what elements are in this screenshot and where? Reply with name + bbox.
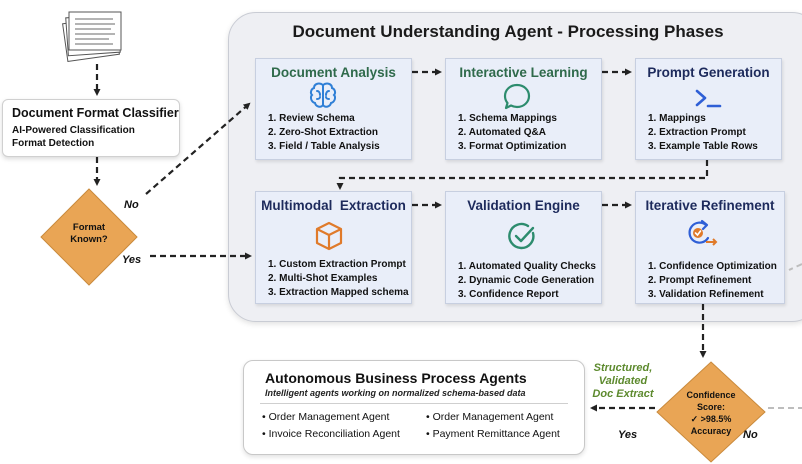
- list-item: 1. Schema Mappings: [458, 113, 557, 124]
- phase-items: 1. Confidence Optimization 2. Prompt Ref…: [648, 260, 777, 302]
- list-item: 3. Example Table Rows: [648, 141, 758, 152]
- list-item: 2. Automated Q&A: [458, 127, 546, 138]
- confidence-yes-label: Yes: [618, 429, 638, 441]
- phase-title: Multimodal Extraction: [261, 198, 406, 213]
- phase-items: 1. Mappings 2. Extraction Prompt 3. Exam…: [648, 112, 758, 154]
- phase-card-prompt-generation: Prompt Generation 1. Mappings 2. Extract…: [635, 58, 782, 160]
- list-item: 1. Custom Extraction Prompt: [268, 259, 406, 270]
- structured-line-3: Doc Extract: [592, 388, 654, 400]
- decision-line-2: Known?: [70, 234, 108, 245]
- phase-card-validation-engine: Validation Engine 1. Automated Quality C…: [445, 191, 602, 304]
- terminal-prompt-icon: [695, 89, 722, 108]
- list-item: • Order Management Agent: [426, 411, 554, 423]
- no-label: No: [124, 199, 139, 211]
- brain-icon: [309, 82, 337, 108]
- phase-card-document-analysis: Document Analysis 1. Review Schema 2. Ze…: [255, 58, 412, 160]
- list-item: 2. Zero-Shot Extraction: [268, 127, 379, 138]
- classifier-title: Document Format Classifier: [12, 106, 179, 120]
- chat-bubble-icon: [503, 83, 531, 110]
- list-item: • Order Management Agent: [262, 411, 390, 423]
- phase-card-iterative-refinement: Iterative Refinement 1. Confidence Optim…: [635, 191, 785, 304]
- list-item: • Invoice Reconciliation Agent: [262, 428, 400, 440]
- format-classifier-box: Document Format Classifier AI-Powered Cl…: [2, 99, 180, 157]
- refresh-check-icon: [688, 219, 718, 246]
- yes-label: Yes: [122, 254, 142, 266]
- list-item: 2. Prompt Refinement: [648, 275, 752, 286]
- list-item: 1. Review Schema: [268, 113, 355, 124]
- list-item: 1. Automated Quality Checks: [458, 261, 596, 272]
- phase-title: Iterative Refinement: [645, 198, 775, 213]
- list-item: 3. Extraction Mapped schema: [268, 287, 409, 298]
- phase-title: Prompt Generation: [647, 65, 770, 80]
- structured-line-1: Structured,: [593, 362, 653, 374]
- arrow-prompt-to-extraction: [336, 160, 709, 190]
- phase-items: 1. Schema Mappings 2. Automated Q&A 3. F…: [458, 112, 566, 154]
- classifier-line-2: Format Detection: [12, 138, 95, 149]
- arrow-no-to-analysis: [145, 102, 251, 195]
- confidence-score-diamond: [656, 361, 766, 463]
- business-process-agents-box: Autonomous Business Process Agents Intel…: [243, 360, 585, 455]
- check-circle-icon: [508, 222, 535, 250]
- list-item: 3. Validation Refinement: [648, 289, 764, 300]
- phase-title: Interactive Learning: [459, 65, 588, 80]
- confidence-line-4: Accuracy: [690, 426, 732, 436]
- confidence-line-3: ✓ >98.5%: [690, 414, 732, 424]
- agents-subtitle: Intelligent agents working on normalized…: [265, 388, 526, 398]
- agents-divider: [260, 403, 568, 404]
- phase-title: Document Analysis: [271, 65, 396, 80]
- format-known-diamond: [40, 188, 138, 286]
- structured-extract-label: Structured, Validated Doc Extract: [582, 362, 664, 401]
- structured-line-2: Validated: [598, 375, 648, 387]
- phase-card-interactive-learning: Interactive Learning 1. Schema Mappings …: [445, 58, 602, 160]
- phase-items: 1. Review Schema 2. Zero-Shot Extraction…: [268, 112, 380, 154]
- decision-line-1: Format: [72, 222, 106, 233]
- list-item: 3. Confidence Report: [458, 289, 559, 300]
- list-item: 3. Format Optimization: [458, 141, 567, 152]
- list-item: • Payment Remittance Agent: [426, 428, 560, 440]
- list-item: 2. Multi-Shot Examples: [268, 273, 378, 284]
- confidence-line-1: Confidence: [686, 390, 736, 400]
- classifier-line-1: AI-Powered Classification: [12, 125, 135, 136]
- agents-title: Autonomous Business Process Agents: [265, 370, 527, 386]
- phase-items: 1. Automated Quality Checks 2. Dynamic C…: [458, 260, 596, 302]
- page-title: Document Understanding Agent - Processin…: [292, 22, 724, 41]
- phase-title: Validation Engine: [467, 198, 580, 213]
- cube-icon: [315, 221, 343, 251]
- list-item: 1. Mappings: [648, 113, 706, 124]
- list-item: 1. Confidence Optimization: [648, 261, 777, 272]
- document-stack-icon: [62, 11, 122, 62]
- arrow-refinement-loop: [788, 263, 802, 271]
- phase-items: 1. Custom Extraction Prompt 2. Multi-Sho…: [268, 258, 409, 300]
- list-item: 2. Extraction Prompt: [648, 127, 746, 138]
- list-item: 3. Field / Table Analysis: [268, 141, 380, 152]
- confidence-line-2: Score:: [696, 402, 725, 412]
- list-item: 2. Dynamic Code Generation: [458, 275, 595, 286]
- phase-card-multimodal-extraction: Multimodal Extraction 1. Custom Extracti…: [255, 191, 412, 304]
- confidence-no-label: No: [743, 429, 758, 441]
